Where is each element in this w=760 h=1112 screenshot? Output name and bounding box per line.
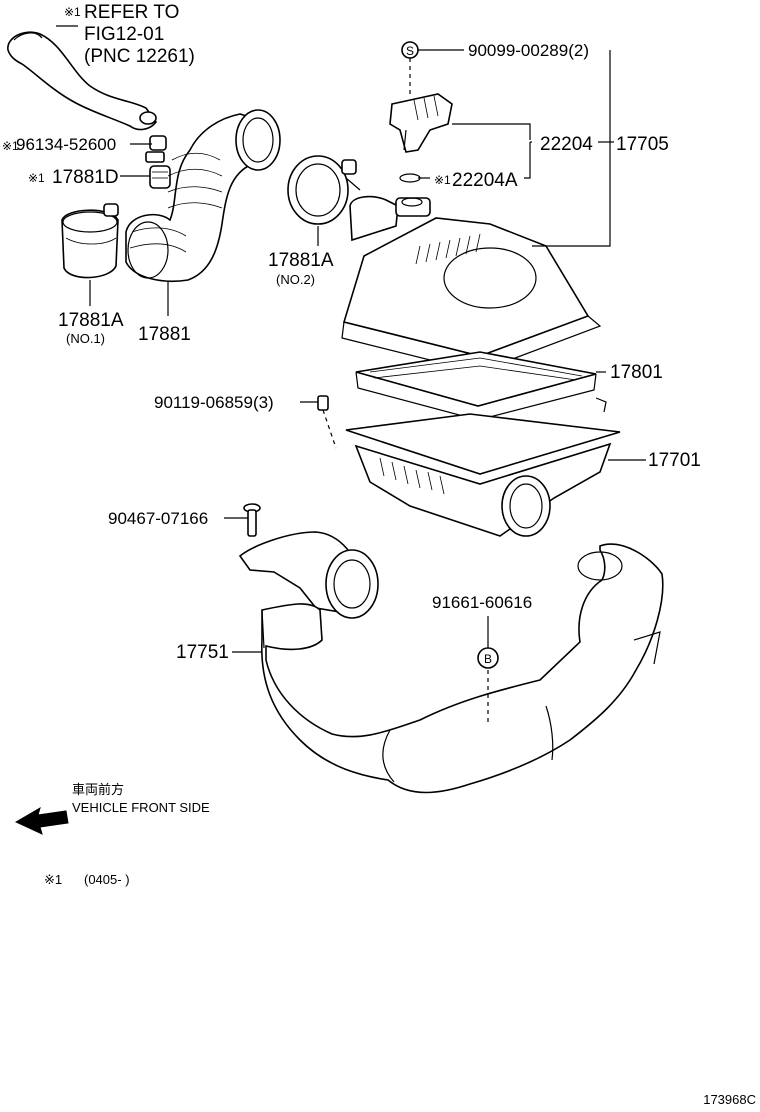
reference-hose bbox=[7, 31, 157, 131]
label-17881: 17881 bbox=[138, 324, 191, 345]
circle-s-mark: S bbox=[406, 44, 414, 58]
screw-90099: S bbox=[401, 41, 419, 96]
label-17881A-no2: 17881A bbox=[268, 250, 334, 271]
label-17701: 17701 bbox=[648, 450, 701, 471]
label-17705: 17705 bbox=[616, 134, 669, 155]
star-mark-22204A: ※1 bbox=[434, 173, 451, 187]
reference-line1: REFER TO bbox=[84, 2, 179, 23]
hose-17881D bbox=[149, 165, 171, 189]
bolt-90119 bbox=[317, 395, 337, 449]
circle-b-mark: B bbox=[484, 652, 492, 666]
label-22204: 22204 bbox=[540, 134, 593, 155]
figure-id: 173968C bbox=[703, 1092, 756, 1107]
hose-17881 bbox=[125, 109, 281, 282]
label-17881A-no1: 17881A bbox=[58, 310, 124, 331]
filter-element-17801 bbox=[355, 351, 597, 421]
leader-lines bbox=[56, 25, 646, 653]
reference-line2: FIG12-01 bbox=[84, 24, 164, 45]
intake-duct-17751 bbox=[238, 531, 664, 794]
footnote-mark: ※1 bbox=[44, 872, 62, 887]
reference-mark: ※1 bbox=[64, 5, 81, 19]
label-17881A-no1-note: (NO.1) bbox=[66, 331, 105, 346]
star-mark-96134: ※1 bbox=[2, 139, 19, 153]
label-90119: 90119-06859(3) bbox=[154, 393, 274, 412]
arrow-left-icon bbox=[14, 806, 69, 835]
label-17751: 17751 bbox=[176, 642, 229, 663]
direction-jp: 車両前方 bbox=[72, 782, 124, 797]
label-17801: 17801 bbox=[610, 362, 663, 383]
clip-91661: B bbox=[477, 616, 499, 724]
direction-en: VEHICLE FRONT SIDE bbox=[72, 800, 210, 815]
clamp-17881A-no1 bbox=[61, 203, 119, 279]
label-90099: 90099-00289(2) bbox=[468, 41, 589, 60]
label-17881D: 17881D bbox=[52, 167, 119, 188]
label-17881A-no2-note: (NO.2) bbox=[276, 272, 315, 287]
air-flow-meter-22204 bbox=[389, 93, 453, 153]
label-91661: 91661-60616 bbox=[432, 593, 532, 612]
star-mark-17881D: ※1 bbox=[28, 171, 45, 185]
label-90467: 90467-07166 bbox=[108, 509, 208, 528]
gasket-22204A bbox=[399, 173, 421, 183]
air-cleaner-case-17701 bbox=[345, 397, 621, 537]
reference-line3: (PNC 12261) bbox=[84, 46, 195, 67]
air-cleaner-cap-17705 bbox=[341, 195, 602, 373]
label-22204A: 22204A bbox=[452, 170, 518, 191]
screw-90467 bbox=[243, 503, 261, 537]
footnote-range: (0405- ) bbox=[84, 872, 130, 887]
union-96134 bbox=[145, 135, 167, 163]
clamp-17881A-no2 bbox=[287, 155, 361, 225]
label-96134: 96134-52600 bbox=[16, 135, 116, 154]
